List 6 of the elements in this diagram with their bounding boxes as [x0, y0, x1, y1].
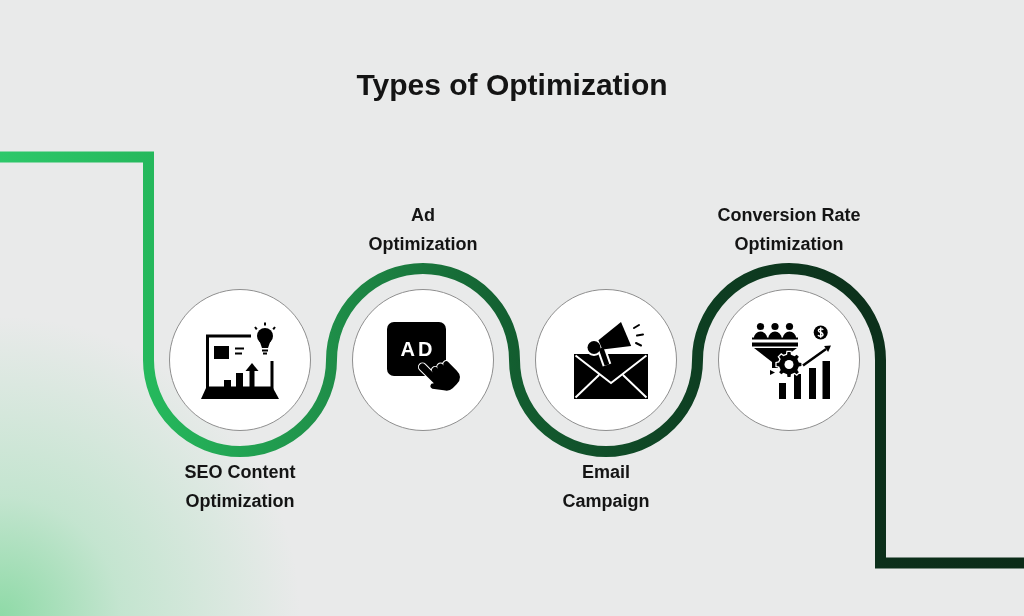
title: Types of Optimization — [356, 67, 668, 103]
step-label: Ad Optimization — [367, 204, 479, 256]
sign-text: AD — [399, 339, 436, 359]
step-label: SEO Content Optimization — [183, 461, 297, 513]
step-label: Email Campaign — [561, 461, 651, 513]
step-label: Conversion Rate Optimization — [716, 204, 862, 256]
